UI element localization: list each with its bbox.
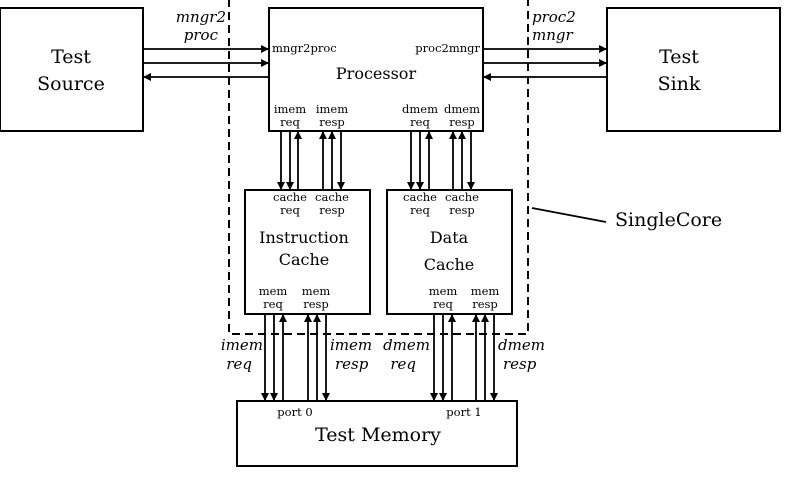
wire-label-imem-req-2: req xyxy=(226,355,252,373)
icache-port-mem-resp-1: mem xyxy=(302,284,331,298)
dcache-port-cache-req-1: cache xyxy=(403,190,437,204)
singlecore-pointer-line xyxy=(531,207,607,223)
dcache-port-mem-req-2: req xyxy=(433,297,453,311)
test-sink-label-1: Test xyxy=(659,46,699,68)
instruction-cache-block: cache req cache resp Instruction Cache m… xyxy=(244,189,371,315)
memory-port-1: port 1 xyxy=(446,405,481,419)
port-imem-resp-2: resp xyxy=(319,115,345,129)
dcache-port-mem-resp-2: resp xyxy=(472,297,498,311)
dcache-port-mem-resp-1: mem xyxy=(471,284,500,298)
port-mngr2proc: mngr2proc xyxy=(272,41,337,55)
icache-port-mem-req-1: mem xyxy=(259,284,288,298)
port-dmem-resp-1: dmem xyxy=(444,102,480,116)
test-sink-block: Test Sink xyxy=(606,7,781,132)
processor-label: Processor xyxy=(336,64,417,83)
port-dmem-req-1: dmem xyxy=(402,102,438,116)
icache-port-mem-req-2: req xyxy=(263,297,283,311)
wire-label-imem-req-1: imem xyxy=(221,336,263,354)
wire-label-mngr2proc-2: proc xyxy=(184,26,219,44)
dcache-port-cache-resp-1: cache xyxy=(445,190,479,204)
dcache-label-2: Cache xyxy=(424,255,475,274)
wire-label-proc2mngr-2: mngr xyxy=(532,26,573,44)
icache-port-cache-req-2: req xyxy=(280,203,300,217)
wire-label-mngr2proc-1: mngr2 xyxy=(176,8,226,26)
port-dmem-req-2: req xyxy=(410,115,430,129)
wire-label-dmem-resp-2: resp xyxy=(503,355,537,373)
wire-label-dmem-resp-1: dmem xyxy=(498,336,545,354)
processor-block: Processor mngr2proc proc2mngr imem req i… xyxy=(268,7,484,132)
wire-label-imem-resp-2: resp xyxy=(335,355,369,373)
wire-label-imem-resp-1: imem xyxy=(330,336,372,354)
icache-port-mem-resp-2: resp xyxy=(303,297,329,311)
test-sink-label-2: Sink xyxy=(658,73,701,95)
icache-port-cache-req-1: cache xyxy=(273,190,307,204)
test-source-label-2: Source xyxy=(37,73,105,95)
dcache-port-mem-req-1: mem xyxy=(429,284,458,298)
icache-label-1: Instruction xyxy=(259,228,349,247)
wire-label-dmem-req-1: dmem xyxy=(383,336,430,354)
port-dmem-resp-2: resp xyxy=(449,115,475,129)
icache-port-cache-resp-1: cache xyxy=(315,190,349,204)
test-memory-label: Test Memory xyxy=(315,424,441,446)
test-source-label-1: Test xyxy=(51,46,91,68)
singlecore-label: SingleCore xyxy=(615,209,722,231)
memory-port-0: port 0 xyxy=(277,405,312,419)
port-imem-resp-1: imem xyxy=(316,102,348,116)
icache-label-2: Cache xyxy=(279,250,330,269)
port-proc2mngr: proc2mngr xyxy=(415,41,480,55)
port-imem-req-2: req xyxy=(280,115,300,129)
wire-label-dmem-req-2: req xyxy=(390,355,416,373)
test-memory-block: port 0 port 1 Test Memory xyxy=(236,400,518,467)
wire-label-proc2mngr-1: proc2 xyxy=(532,8,576,26)
data-cache-block: cache req cache resp Data Cache mem req … xyxy=(386,189,513,315)
test-source-block: Test Source xyxy=(0,7,144,132)
wires xyxy=(143,45,607,401)
icache-port-cache-resp-2: resp xyxy=(319,203,345,217)
port-imem-req-1: imem xyxy=(274,102,306,116)
dcache-label-1: Data xyxy=(430,228,469,247)
dcache-port-cache-resp-2: resp xyxy=(449,203,475,217)
singlecore-boundary xyxy=(228,0,529,335)
dcache-port-cache-req-2: req xyxy=(410,203,430,217)
